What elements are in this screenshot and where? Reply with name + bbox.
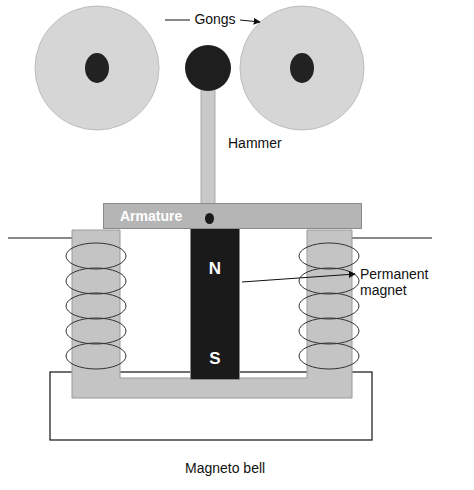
- left-gong: [35, 6, 159, 130]
- coil-turn: [299, 343, 359, 369]
- coil-turn: [299, 318, 359, 344]
- coil-turn: [299, 293, 359, 319]
- gong-centre: [85, 53, 109, 83]
- leader-line: [242, 274, 355, 282]
- leader-line: [165, 20, 190, 21]
- gong-centre: [290, 53, 314, 83]
- pole-label: S: [209, 349, 220, 369]
- permanent-magnet: NS: [190, 228, 240, 380]
- leader-line: [240, 20, 260, 22]
- caption-label: Magneto bell: [185, 460, 265, 476]
- coil-turn: [66, 343, 126, 369]
- coil-turn: [66, 318, 126, 344]
- coil-turn: [66, 243, 126, 269]
- coil-turn: [66, 293, 126, 319]
- armature-bar: Armature: [103, 203, 362, 229]
- wire: [350, 237, 432, 238]
- coil-turn: [299, 243, 359, 269]
- pivot: [205, 213, 214, 224]
- callout-label: Permanent magnet: [360, 266, 456, 298]
- wire: [8, 237, 72, 238]
- hammer-stem: [201, 86, 215, 204]
- part-name: Hammer: [228, 135, 282, 151]
- part-name: Gongs: [194, 11, 235, 27]
- part-name: Armature: [120, 208, 182, 224]
- pole-label: N: [209, 259, 221, 279]
- coil-turn: [299, 268, 359, 294]
- right-gong: [240, 6, 364, 130]
- hammer-head: [185, 45, 231, 91]
- coil-turn: [66, 268, 126, 294]
